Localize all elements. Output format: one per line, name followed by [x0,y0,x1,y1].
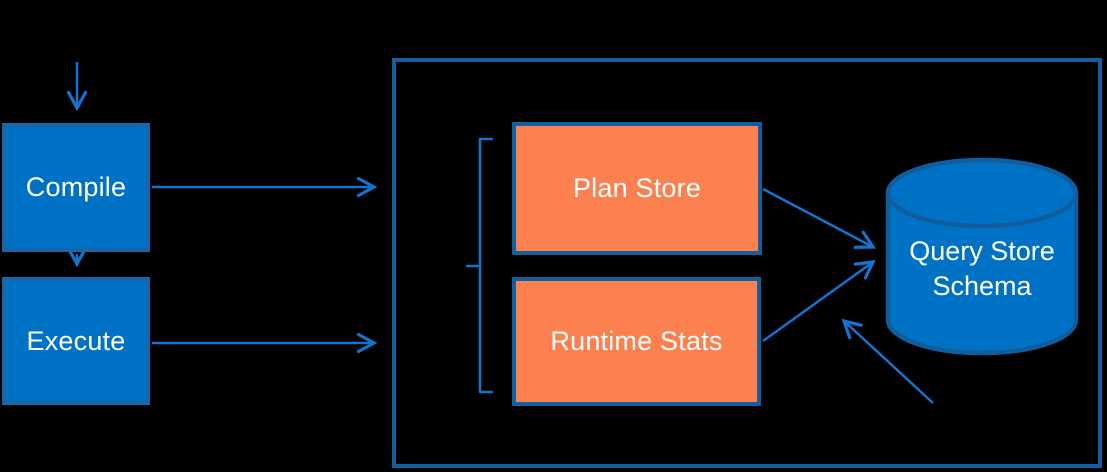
runtime-stats-node: Runtime Stats [512,277,761,406]
compile-node: Compile [2,123,150,252]
execute-node: Execute [2,277,150,405]
query-store-container-rect [392,58,1102,468]
database-cylinder-icon [885,157,1079,356]
arrow-annotation-bottom-right [844,321,934,404]
arrow-plan-store-to-schema [762,187,873,247]
query-store-schema-label: Query Store Schema [909,236,1055,301]
plan-store-label: Plan Store [572,173,702,203]
compile-label: Compile [25,172,127,202]
plan-store-node: Plan Store [512,122,762,255]
execute-label: Execute [26,325,126,356]
bracket-stores [465,137,494,394]
runtime-stats-label: Runtime Stats [550,326,723,356]
arrow-runtime-stats-to-schema [762,262,873,343]
